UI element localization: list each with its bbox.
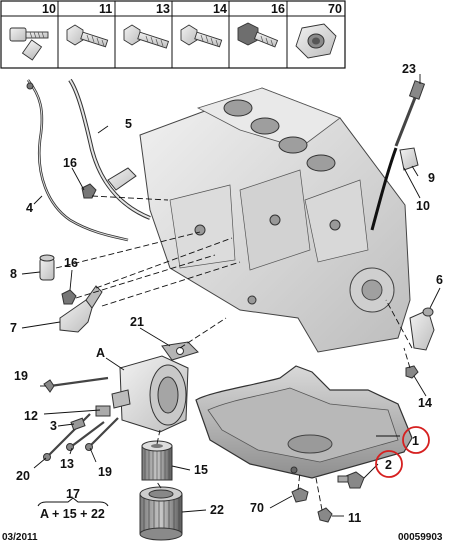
callout-23: 23 [402, 62, 416, 76]
callout-21: 21 [130, 315, 144, 329]
callout-20: 20 [16, 469, 30, 483]
washer-12 [95, 405, 111, 417]
table-header-16: 16 [271, 2, 285, 16]
clip-9 [399, 147, 419, 171]
filter-cap-22 [139, 486, 183, 541]
callout-2: 2 [385, 458, 392, 472]
callout-7: 7 [10, 321, 17, 335]
bolt-16-upper [81, 183, 97, 199]
callout-4: 4 [26, 201, 33, 215]
table-header-11: 11 [99, 2, 112, 16]
footer-reference: 00059903 [398, 532, 443, 543]
dipstick [370, 80, 426, 231]
callout-9: 9 [428, 171, 435, 185]
sensor-3 [70, 417, 86, 431]
kit-formula: 17 A + 15 + 22 [37, 487, 109, 521]
formula-top: 17 [66, 487, 80, 501]
callout-15: 15 [194, 463, 208, 477]
bolt-14-icon [180, 24, 223, 48]
bolt-10-icon [9, 27, 49, 61]
callout-3: 3 [50, 419, 57, 433]
table-header-10: 10 [42, 2, 56, 16]
nut-70-icon [295, 23, 337, 59]
callout-22: 22 [210, 503, 224, 517]
table-header-13: 13 [156, 2, 170, 16]
callout-1: 1 [412, 434, 419, 448]
dipstick-guide [68, 78, 151, 220]
callout-11: 11 [348, 511, 361, 525]
callout-5: 5 [125, 117, 132, 131]
callout-10: 10 [416, 199, 430, 213]
bolt-14-fitted [405, 365, 419, 379]
callouts: 5 4 16 8 16 7 23 9 10 6 14 21 A 19 12 3 … [10, 62, 443, 525]
fastener-table: 10 11 13 14 16 70 [0, 0, 346, 69]
bolt-11-fitted [317, 507, 333, 523]
bolt-19-upper [43, 376, 109, 393]
callout-70: 70 [250, 501, 264, 515]
highlight-ring-2 [375, 450, 403, 478]
formula-bottom: A + 15 + 22 [40, 507, 105, 521]
nut-70-fitted [291, 487, 309, 503]
filter-element-15 [141, 440, 173, 481]
bolt-13-icon [123, 24, 170, 49]
callout-6: 6 [436, 273, 443, 287]
leader-lines [21, 74, 441, 517]
drain-plug-2 [337, 471, 365, 489]
table-header-14: 14 [213, 2, 227, 16]
highlight-ring-1 [402, 426, 430, 454]
callout-12: 12 [24, 409, 38, 423]
callout-16-upper: 16 [63, 156, 77, 170]
callout-8: 8 [10, 267, 17, 281]
gasket-21 [161, 341, 199, 361]
bolt-11-icon [66, 24, 109, 48]
callout-A: A [96, 346, 105, 360]
oil-filter-housing [111, 355, 189, 433]
alignment-lines [55, 195, 413, 511]
table-header-70: 70 [328, 2, 342, 16]
sleeve-8 [39, 254, 55, 281]
oil-pan-1 [195, 365, 413, 479]
dipstick-tube [26, 79, 129, 242]
bolt-16-lower [61, 289, 77, 305]
callout-14: 14 [418, 396, 432, 410]
callout-19-lower: 19 [98, 465, 112, 479]
bolt-16-icon [237, 22, 279, 48]
footer-date: 03/2011 [2, 532, 38, 543]
callout-19-upper: 19 [14, 369, 28, 383]
callout-13: 13 [60, 457, 74, 471]
engine-block [139, 87, 411, 353]
bracket-6 [409, 307, 435, 351]
callout-16-lower: 16 [64, 256, 78, 270]
